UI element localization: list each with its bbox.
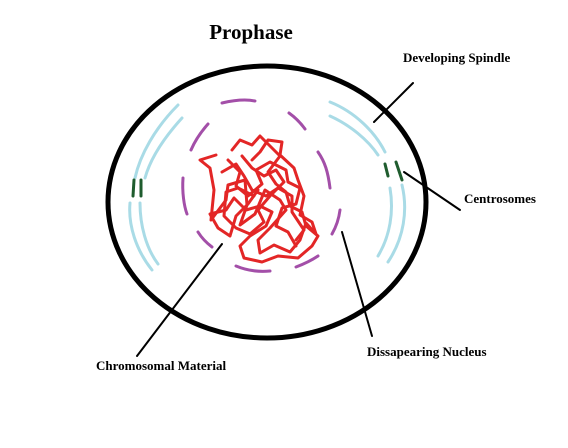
chromosomal-material bbox=[198, 134, 320, 264]
diagram-title: Prophase bbox=[209, 20, 293, 44]
cell-membrane bbox=[105, 63, 429, 341]
leader-chromosomal-material bbox=[136, 243, 223, 357]
centrosome-right bbox=[383, 160, 404, 182]
leader-disappearing-nucleus bbox=[341, 231, 373, 337]
leader-developing-spindle bbox=[373, 82, 414, 123]
spindle-left bbox=[128, 103, 184, 272]
label-disappearing-nucleus: Dissapearing Nucleus bbox=[367, 344, 487, 359]
label-developing-spindle: Developing Spindle bbox=[403, 50, 511, 65]
leader-centrosomes bbox=[403, 171, 461, 211]
label-chromosomal-material: Chromosomal Material bbox=[96, 358, 226, 373]
spindle-right bbox=[328, 100, 407, 264]
nucleus-envelope bbox=[181, 98, 342, 273]
label-centrosomes: Centrosomes bbox=[464, 191, 536, 206]
centrosome-left bbox=[131, 178, 143, 198]
leader-lines bbox=[136, 82, 461, 357]
